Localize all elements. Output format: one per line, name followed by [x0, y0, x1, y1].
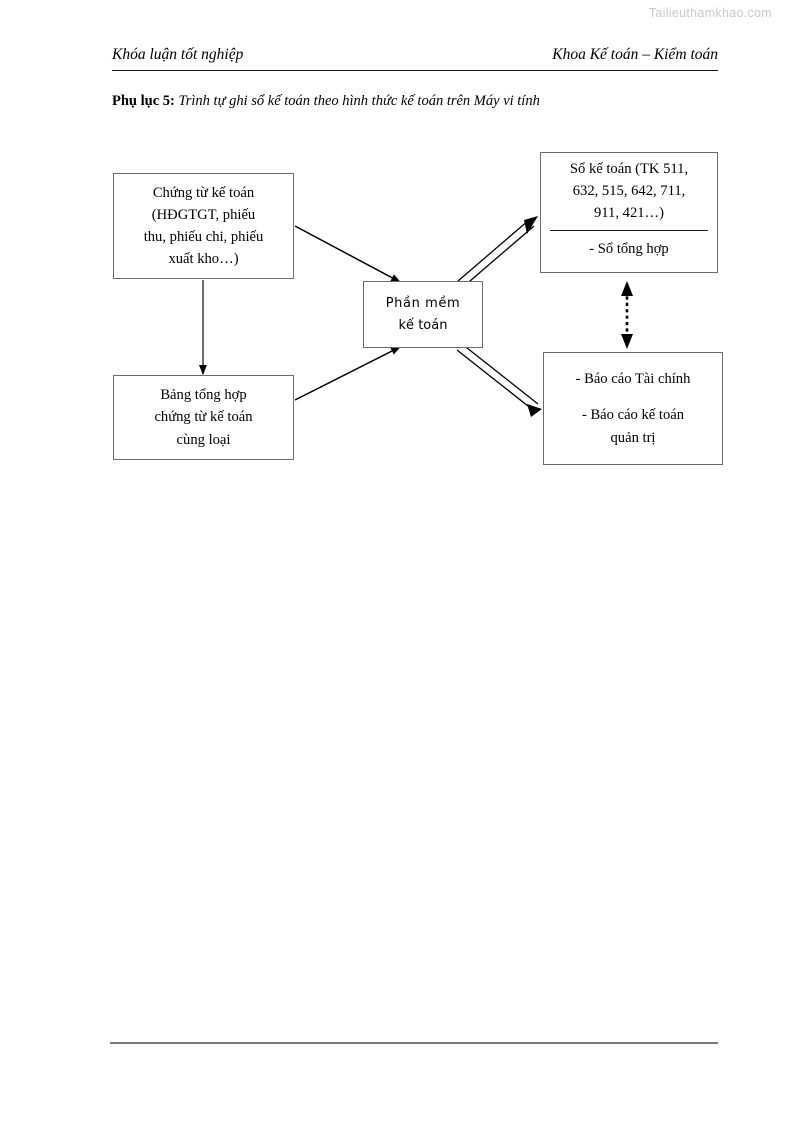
header-left-text: Khóa luận tốt nghiệp [112, 46, 244, 63]
node-line: (HĐGTGT, phiếu [151, 206, 256, 223]
node-line: chứng từ kế toán [154, 409, 253, 426]
node-line: 632, 515, 642, 711, [572, 183, 686, 200]
header-divider [112, 70, 718, 71]
node-line: - Sổ tổng hợp [589, 240, 669, 257]
node-line-group: - Báo cáo kế toán quản trị [582, 404, 684, 448]
node-chung-tu-ke-toan[interactable]: Chứng từ kế toán (HĐGTGT, phiếu thu, phi… [113, 173, 294, 279]
node-ledger-general: - Sổ tổng hợp [541, 231, 717, 264]
node-line: Sổ kế toán (TK 511, [569, 161, 689, 177]
node-line: 911, 421…) [594, 205, 664, 222]
header-right-text: Khoa Kế toán – Kiểm toán [552, 46, 718, 63]
node-so-ke-toan[interactable]: Sổ kế toán (TK 511, 632, 515, 642, 711, … [540, 152, 718, 273]
node-ledger-accounts: Sổ kế toán (TK 511, 632, 515, 642, 711, … [541, 153, 717, 229]
flowchart-connectors [199, 216, 633, 417]
connector-software-to-reports [456, 343, 542, 417]
footer-divider [110, 1042, 718, 1044]
connector-software-to-ledger [457, 216, 538, 288]
flowchart: Chứng từ kế toán (HĐGTGT, phiếu thu, phi… [0, 0, 794, 520]
node-line: cùng loại [176, 431, 231, 448]
node-line: - Báo cáo kế toán [581, 407, 685, 424]
caption-label: Phụ lục 5 [112, 93, 171, 109]
connector-ledger-reports-link [621, 281, 633, 349]
node-line: thu, phiếu chi, phiếu [143, 229, 264, 245]
node-line: Bảng tổng hợp [160, 387, 247, 404]
node-phan-mem-ke-toan[interactable]: Phần mềm kế toán [363, 281, 483, 348]
running-header: Khóa luận tốt nghiệp Khoa Kế toán – Kiểm… [112, 46, 718, 64]
node-line: - Báo cáo Tài chính [575, 371, 691, 388]
node-line: xuất kho…) [168, 251, 239, 268]
page-title: Phụ lục 5: Trình tự ghi sổ kế toán theo … [112, 93, 732, 110]
node-bao-cao[interactable]: - Báo cáo Tài chính - Báo cáo kế toán qu… [543, 352, 723, 465]
connector-vouchers-to-software [294, 225, 401, 283]
connector-summary-to-software [294, 346, 401, 401]
node-line: Chứng từ kế toán [152, 184, 255, 201]
node-line: Phần mềm [385, 296, 461, 312]
watermark: Tailieuthamkhao.com [648, 6, 772, 20]
node-ledger-divider [549, 229, 709, 231]
caption-separator: : [170, 93, 179, 109]
node-line: quản trị [610, 429, 656, 446]
caption-text: Trình tự ghi sổ kế toán theo hình thức k… [178, 93, 540, 109]
node-bang-tong-hop-chung-tu[interactable]: Bảng tổng hợp chứng từ kế toán cùng loại [113, 375, 294, 460]
node-line: kế toán [398, 317, 448, 333]
